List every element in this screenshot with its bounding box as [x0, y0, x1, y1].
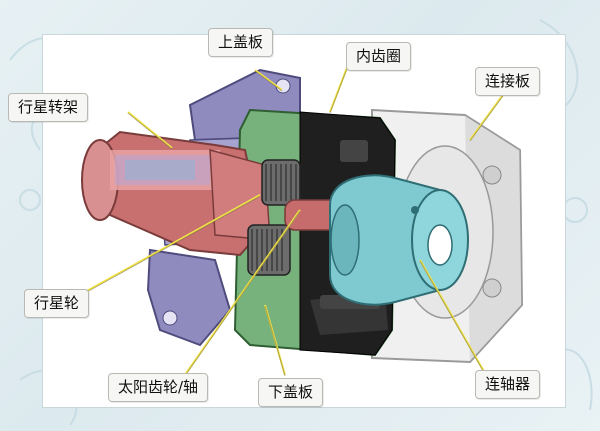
label-top-cover: 上盖板: [208, 28, 274, 57]
label-planet-gear: 行星轮: [24, 289, 90, 318]
label-planet-carrier: 行星转架: [8, 93, 89, 122]
bottom-cover-shape: [146, 248, 232, 347]
plate-bolt-hole: [482, 165, 502, 185]
planet-gear-lower: [247, 224, 291, 276]
label-connecting-plate: 连接板: [475, 67, 541, 96]
plate-bolt-hole: [482, 278, 502, 298]
label-inner-ring-gear: 内齿圈: [346, 42, 412, 71]
planet-gear-upper: [261, 159, 301, 206]
coupling-shape: [329, 174, 469, 306]
label-sun-gear-shaft: 太阳齿轮/轴: [108, 373, 209, 402]
leader-lines: [84, 64, 506, 383]
label-bottom-cover: 下盖板: [258, 378, 324, 407]
label-coupling: 连轴器: [475, 370, 541, 399]
